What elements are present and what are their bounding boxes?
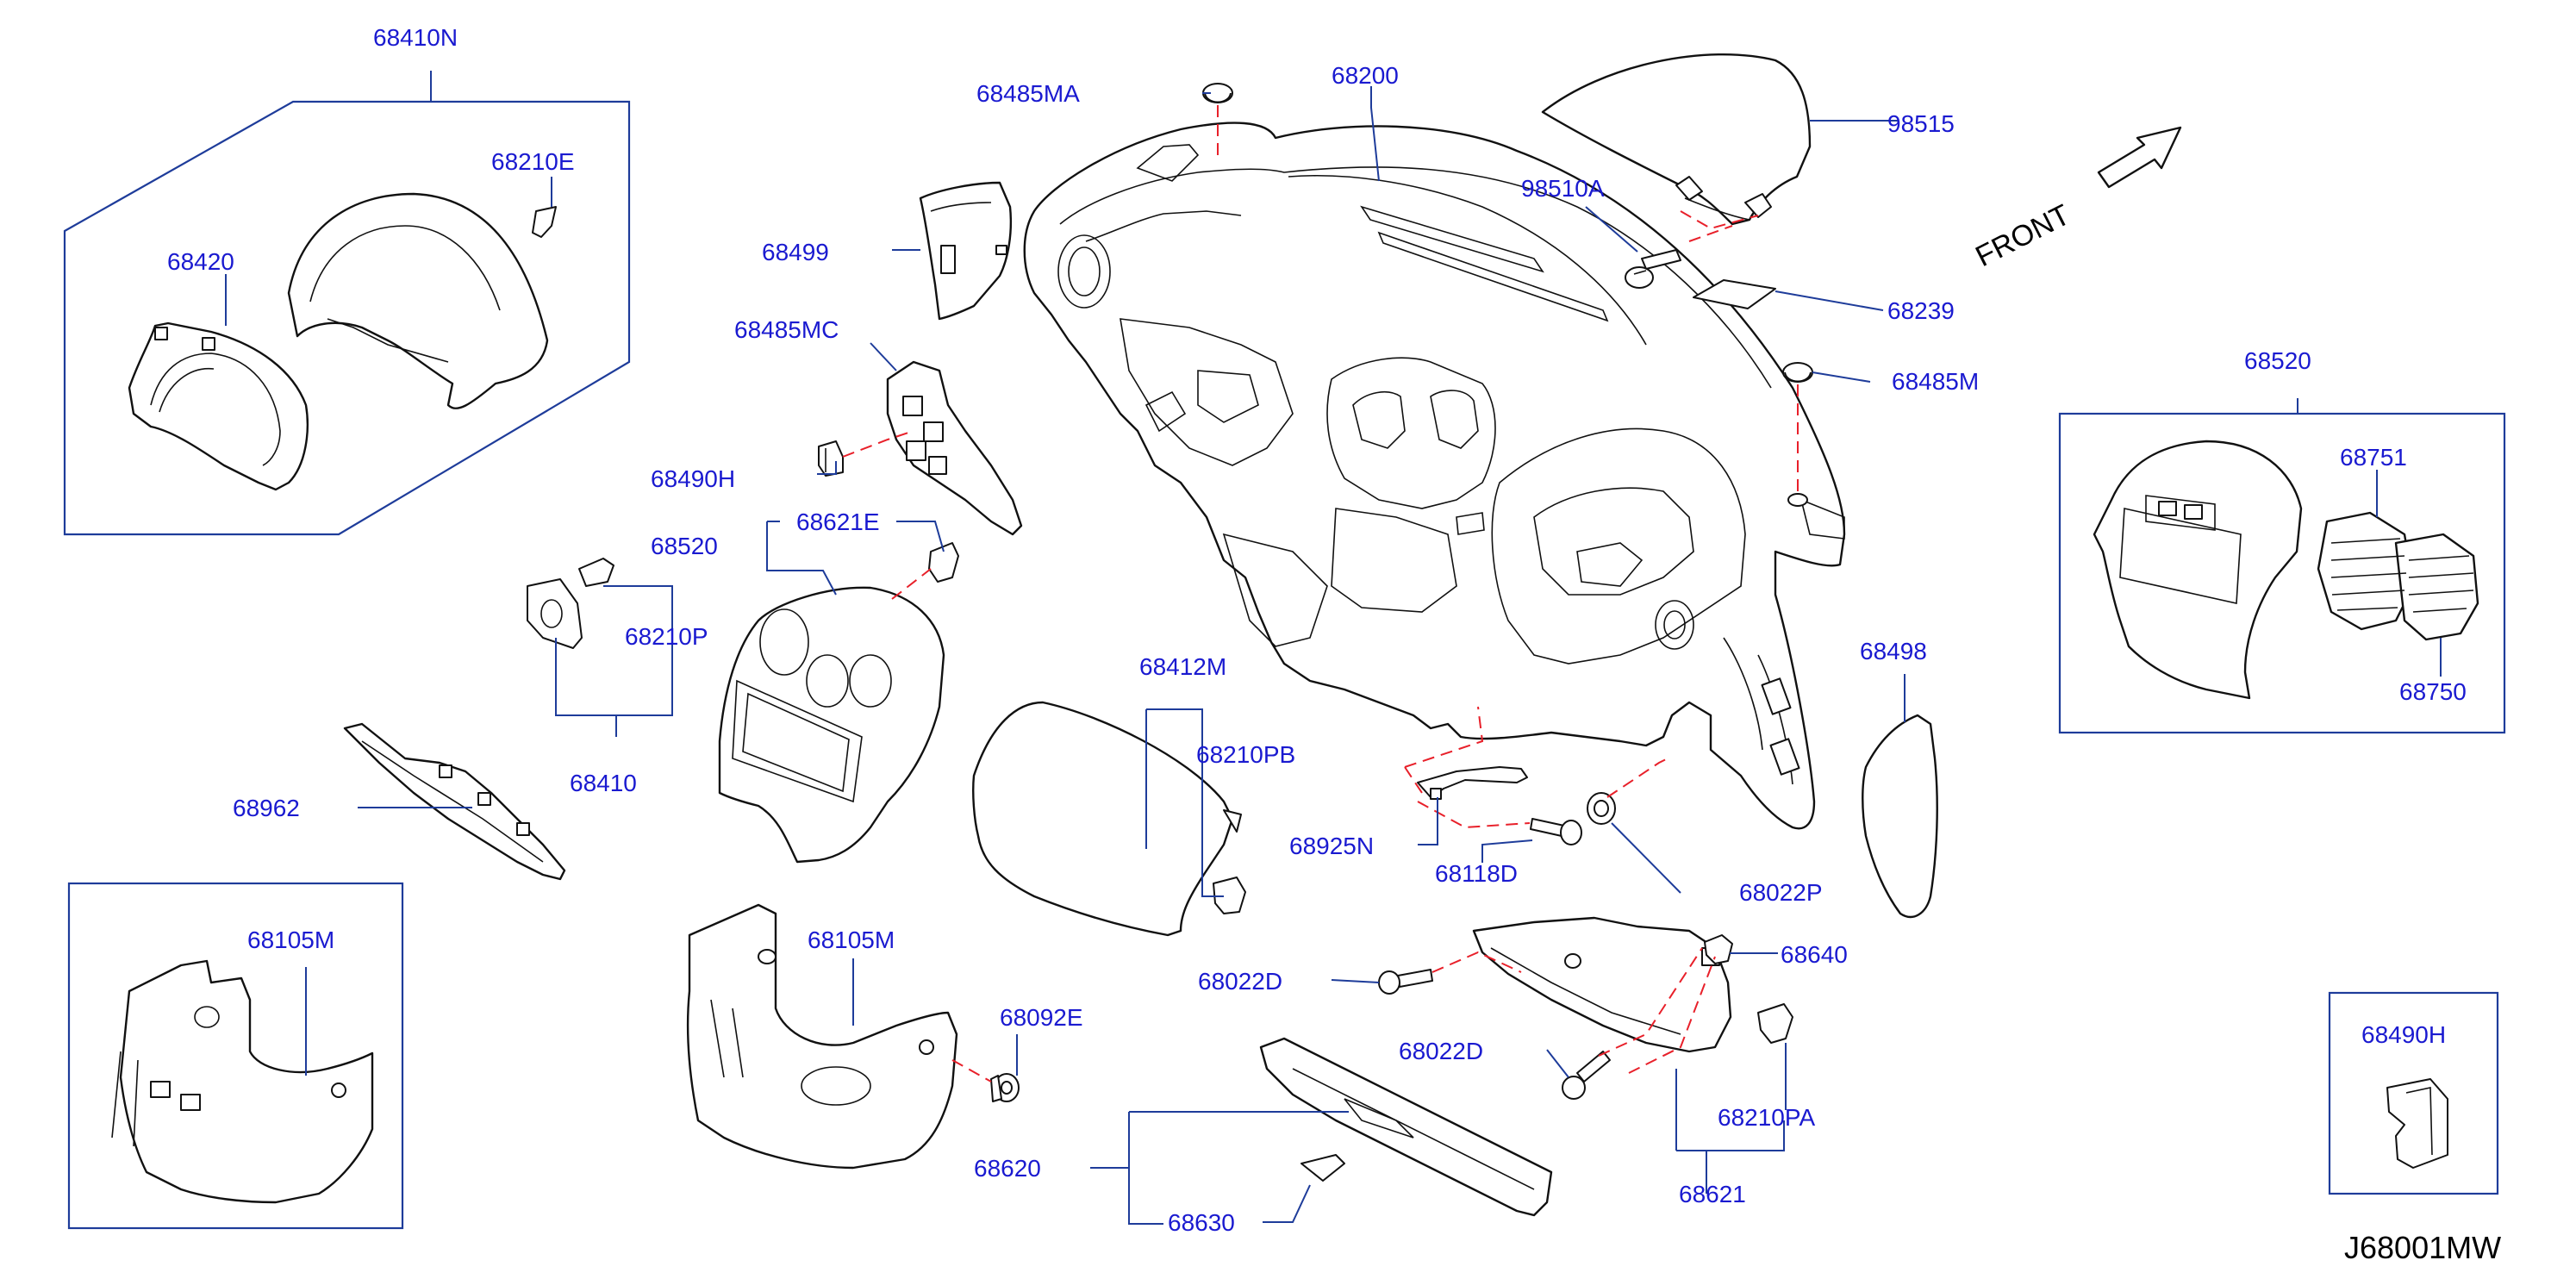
label-68022D-lower: 68022D bbox=[1399, 1038, 1483, 1064]
label-68200: 68200 bbox=[1332, 62, 1399, 89]
air-vents-68750-part bbox=[2317, 511, 2479, 641]
clip-68210P-part bbox=[527, 558, 614, 649]
column-cover-68105M-part bbox=[686, 903, 958, 1170]
label-68210PB: 68210PB bbox=[1196, 741, 1295, 768]
leader-lines bbox=[225, 71, 2442, 1225]
label-68520: 68520 bbox=[651, 533, 718, 559]
label-68750: 68750 bbox=[2399, 678, 2467, 705]
label-68499: 68499 bbox=[762, 239, 829, 265]
label-68490H-boxed: 68490H bbox=[2361, 1021, 2446, 1048]
label-68925N: 68925N bbox=[1289, 833, 1374, 859]
assembly-box-68490H bbox=[2328, 991, 2499, 1195]
clip-68210PA-part bbox=[1757, 1003, 1793, 1044]
label-68498: 68498 bbox=[1860, 638, 1927, 664]
label-68640: 68640 bbox=[1781, 941, 1848, 968]
assembly-box-68410N bbox=[63, 100, 631, 536]
label-68105M: 68105M bbox=[808, 926, 895, 953]
clip-68210PB-part bbox=[1213, 877, 1246, 914]
clip-68621E-part bbox=[928, 542, 959, 583]
airbag-lid-98515-part bbox=[1541, 53, 1812, 226]
label-68490H: 68490H bbox=[651, 465, 735, 492]
clip-68092E-part bbox=[990, 1073, 1020, 1102]
assembly-box-68520 bbox=[2058, 412, 2506, 734]
front-arrow-icon bbox=[2097, 126, 2182, 189]
bracket-68925N-part bbox=[1417, 766, 1528, 800]
label-68022P: 68022P bbox=[1739, 879, 1823, 906]
label-68105M-boxed: 68105M bbox=[247, 926, 334, 953]
screw-68118D-part bbox=[1530, 818, 1582, 845]
cluster-finisher-boxed-part bbox=[2093, 440, 2303, 700]
label-98510A: 98510A bbox=[1521, 175, 1605, 202]
label-68520-boxed: 68520 bbox=[2244, 347, 2311, 374]
label-68485M: 68485M bbox=[1892, 368, 1979, 395]
label-68751: 68751 bbox=[2340, 444, 2407, 471]
label-68410: 68410 bbox=[570, 770, 637, 796]
column-cover-boxed-part bbox=[111, 959, 374, 1204]
glove-box-lid-68630-part bbox=[1259, 1037, 1553, 1217]
label-68210PA: 68210PA bbox=[1718, 1104, 1815, 1131]
side-cover-68498-part bbox=[1862, 714, 1938, 919]
label-68630: 68630 bbox=[1168, 1209, 1235, 1236]
label-68239: 68239 bbox=[1887, 297, 1955, 324]
label-68485MC: 68485MC bbox=[734, 316, 839, 343]
label-68410N: 68410N bbox=[373, 24, 458, 51]
bracket-68485MC-part bbox=[886, 360, 1023, 536]
screw-68022D-lower-part bbox=[1562, 1051, 1611, 1100]
label-68962: 68962 bbox=[233, 795, 300, 821]
clip-68640-part bbox=[1704, 934, 1733, 964]
assembly-box-68105M bbox=[67, 882, 404, 1230]
label-68118D: 68118D bbox=[1435, 860, 1518, 887]
clip-68485M-part bbox=[1782, 362, 1813, 507]
clip-68490H-part bbox=[818, 440, 844, 477]
side-cover-68499-part bbox=[919, 181, 1013, 321]
label-68412M: 68412M bbox=[1139, 653, 1226, 680]
label-68621: 68621 bbox=[1679, 1181, 1746, 1207]
label-68022D-upper: 68022D bbox=[1198, 968, 1282, 995]
label-68210P: 68210P bbox=[625, 623, 708, 650]
glove-box-housing-68621-part bbox=[1472, 916, 1732, 1053]
front-label: FRONT bbox=[1970, 198, 2075, 273]
pad-68239-part bbox=[1693, 279, 1776, 309]
grommet-68022P-part bbox=[1587, 792, 1616, 825]
dashed-guides bbox=[842, 105, 1799, 1082]
label-68420: 68420 bbox=[167, 248, 234, 275]
drawing-code: J68001MW bbox=[2344, 1230, 2501, 1265]
screw-98510A-part bbox=[1625, 249, 1681, 289]
label-68620: 68620 bbox=[974, 1155, 1041, 1182]
screw-68022D-upper-part bbox=[1378, 969, 1433, 995]
instrument-panel-68200-part bbox=[1023, 122, 1846, 830]
label-68092E: 68092E bbox=[1000, 1004, 1083, 1031]
trim-68962-part bbox=[343, 722, 566, 881]
meter-hood-part bbox=[287, 192, 557, 409]
cluster-finisher-68520-part bbox=[718, 586, 945, 864]
label-68621E: 68621E bbox=[796, 508, 880, 535]
label-98515: 98515 bbox=[1887, 110, 1955, 137]
cover-68412M-part bbox=[972, 701, 1242, 937]
clip-68490H-boxed-part bbox=[2386, 1078, 2448, 1169]
meter-finisher-part bbox=[128, 321, 309, 491]
label-68485MA: 68485MA bbox=[976, 80, 1080, 107]
label-68210E: 68210E bbox=[491, 148, 575, 175]
